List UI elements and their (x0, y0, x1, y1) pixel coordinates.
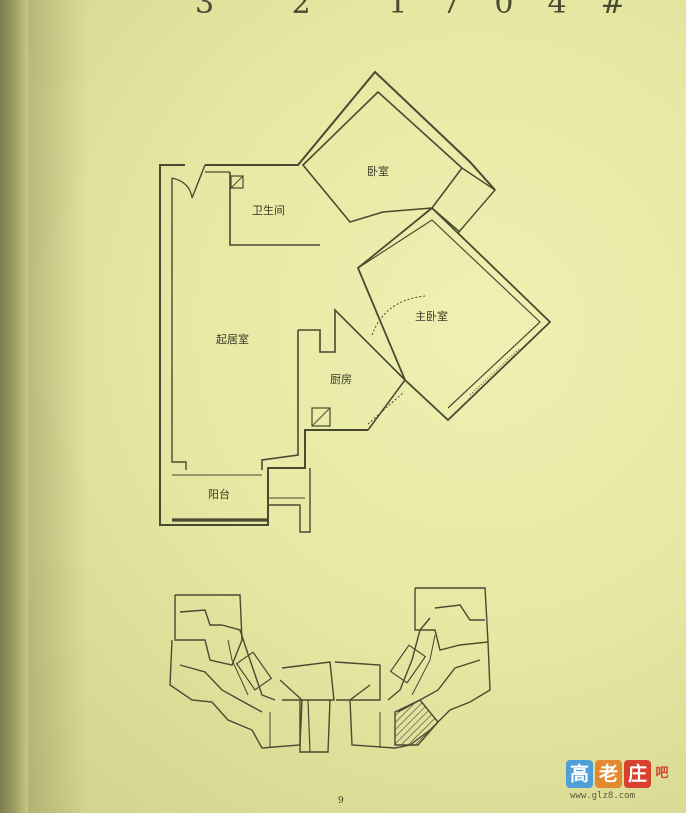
watermark-char-3: 庄 (624, 760, 651, 788)
watermark-char-4: 吧 (655, 766, 669, 781)
bedroom-wall (301, 90, 464, 223)
label-master-bedroom: 主卧室 (415, 309, 448, 323)
label-kitchen: 厨房 (330, 373, 352, 386)
kitchen-wall (298, 308, 407, 431)
book-spine (0, 0, 28, 813)
label-balcony: 阳台 (208, 487, 230, 501)
bathroom-wall (229, 172, 320, 246)
key-plan (169, 587, 491, 753)
label-bathroom: 卫生间 (252, 203, 285, 217)
entrance-door (171, 177, 193, 199)
label-bedroom: 卧室 (367, 164, 389, 178)
living-room-inner-wall (171, 178, 187, 470)
master-bedroom-wall (356, 206, 552, 422)
page-number: 9 (338, 796, 344, 806)
living-room-wall (159, 164, 368, 526)
page-shadow (28, 0, 88, 813)
label-living-room: 起居室 (216, 332, 249, 346)
watermark-url: www.glz8.com (570, 791, 636, 801)
watermark-logo: 高 老 庄 吧 www.glz8.com (566, 760, 680, 806)
watermark-char-1: 高 (566, 760, 593, 788)
unit-number-header: 3 2 1704# (195, 0, 660, 21)
watermark-mark: 高 老 庄 吧 (566, 760, 673, 788)
unit-plan (159, 70, 552, 533)
watermark-char-2: 老 (595, 760, 622, 788)
